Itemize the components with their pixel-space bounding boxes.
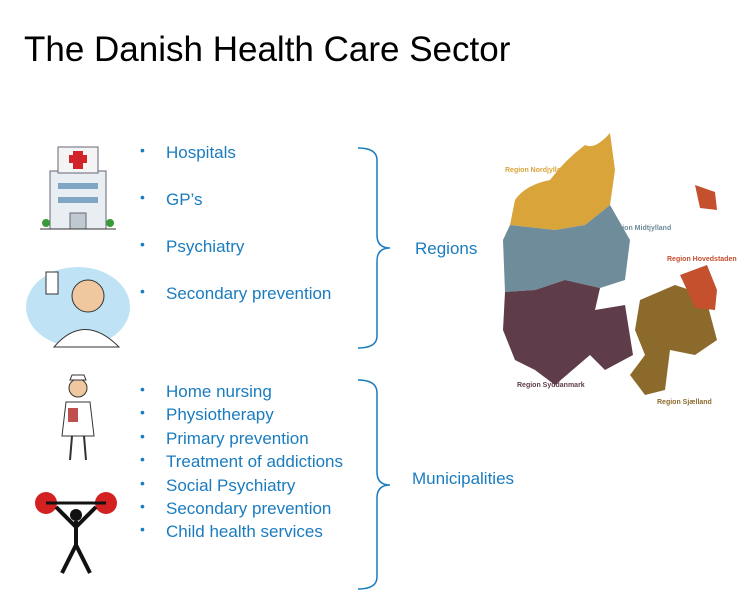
municipalities-list: Home nursing Physiotherapy Primary preve… (140, 381, 343, 546)
map-label-nordjylland: Region Nordjylland (505, 167, 569, 174)
braces (357, 147, 391, 590)
municipalities-brace (357, 379, 391, 590)
list-item: Hospitals (140, 142, 331, 190)
map-region-syddanmark (503, 280, 633, 385)
municipalities-label: Municipalities (412, 469, 515, 488)
map-label-hovedstaden: Region Hovedstaden (667, 256, 737, 263)
hospital-icon (40, 146, 116, 230)
list-item: Primary prevention (140, 428, 343, 452)
page-title: The Danish Health Care Sector (24, 30, 511, 69)
list-item: Social Psychiatry (140, 475, 343, 499)
list-item: Physiotherapy (140, 404, 343, 428)
map-region-nordjylland (510, 133, 615, 230)
map-label-sjaelland: Region Sjælland (657, 399, 712, 406)
map-label-syddanmark: Region Syddanmark (517, 382, 585, 389)
map-bornholm (695, 185, 717, 210)
map-region-hovedstaden (680, 265, 717, 310)
map-region-sjaelland (630, 285, 717, 395)
regions-list: Hospitals GP’s Psychiatry Secondary prev… (140, 142, 331, 331)
map-label-midtjylland: Region Midtjylland (609, 225, 671, 232)
doctor-clipart-icon (26, 267, 130, 348)
regions-brace (357, 147, 391, 349)
list-item: Secondary prevention (140, 283, 331, 331)
list-item: Psychiatry (140, 236, 331, 284)
nurse-icon (61, 374, 95, 461)
list-item: Treatment of addictions (140, 451, 343, 475)
list-item: Secondary prevention (140, 498, 343, 522)
list-item: Home nursing (140, 381, 343, 405)
denmark-regions-map: Region Nordjylland Region Midtjylland Re… (503, 133, 737, 406)
list-item: Child health services (140, 521, 343, 545)
regions-label: Regions (415, 239, 478, 258)
map-region-midtjylland (503, 205, 630, 292)
list-item: GP’s (140, 189, 331, 237)
strength-apples-icon (35, 492, 117, 574)
